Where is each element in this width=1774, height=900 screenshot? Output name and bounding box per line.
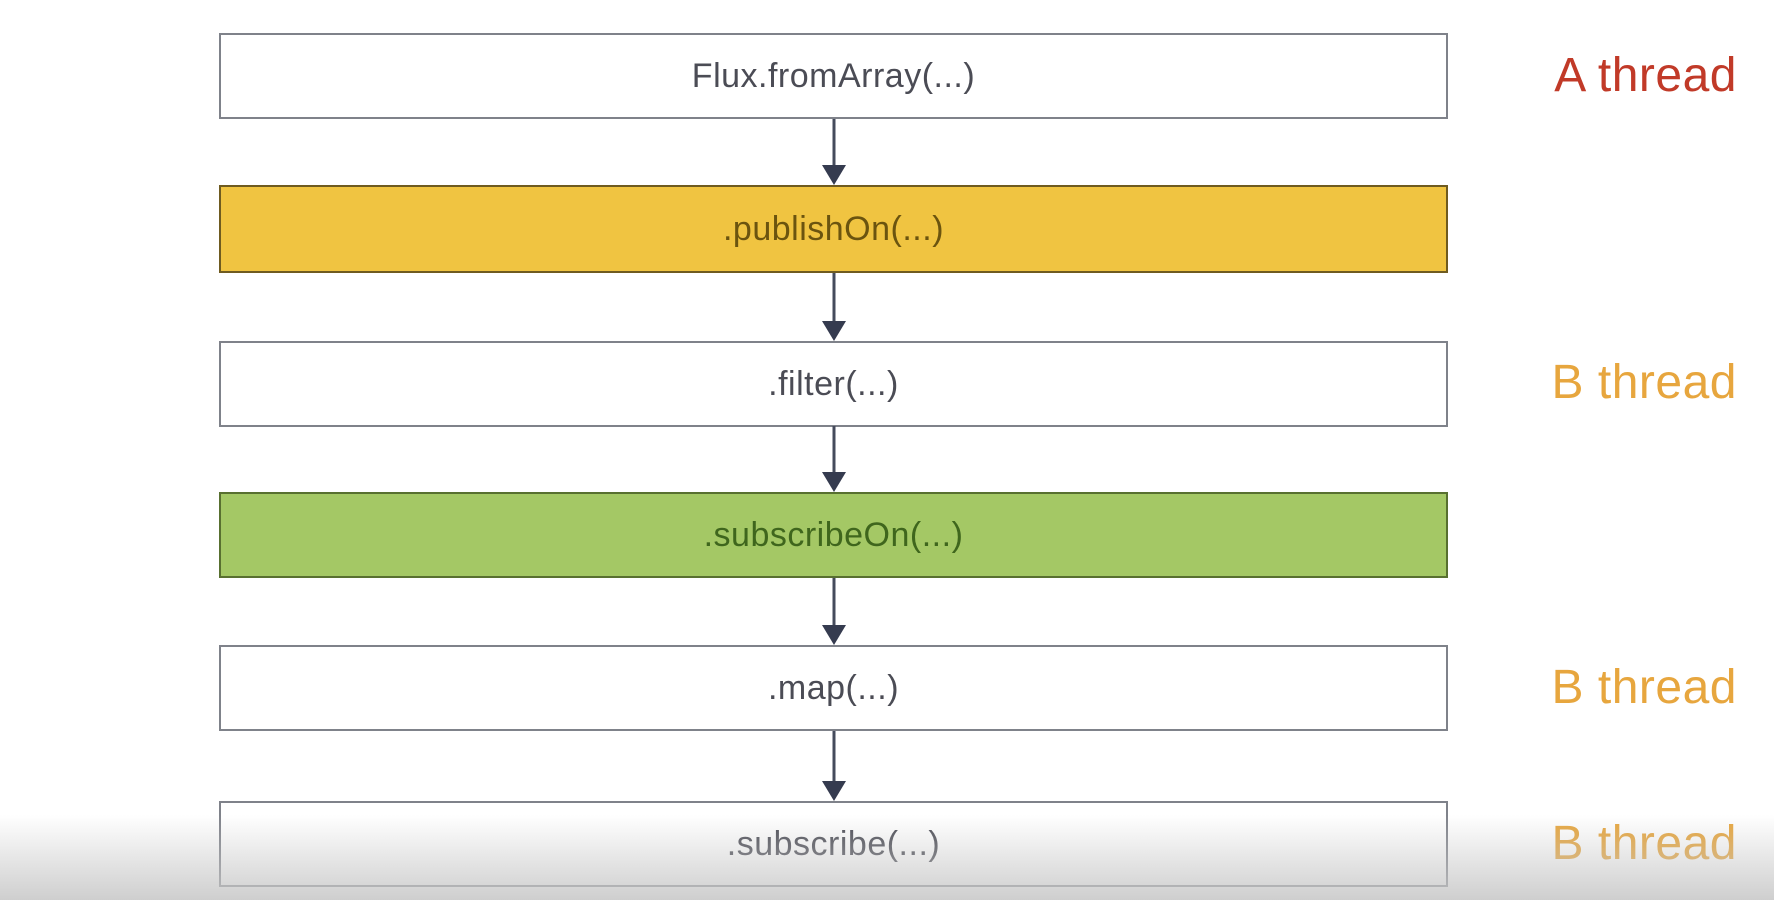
node-filter-label: .filter(...) [768,364,899,403]
thread-label-b-subscribe: B thread [1551,817,1737,870]
node-flux-from-array-label: Flux.fromArray(...) [691,56,976,95]
flow-arrow-down-icon [821,119,847,185]
node-flux-from-array: Flux.fromArray(...) [219,33,1448,119]
thread-label-b-map: B thread [1551,661,1737,714]
node-subscribe-on-label: .subscribeOn(...) [703,515,964,554]
flow-arrow-down-icon [821,578,847,645]
node-publish-on: .publishOn(...) [219,185,1448,273]
node-subscribe: .subscribe(...) [219,801,1448,887]
flow-arrow-down-icon [821,731,847,801]
flow-arrow-down-icon [821,273,847,341]
node-map: .map(...) [219,645,1448,731]
node-subscribe-label: .subscribe(...) [726,824,941,863]
node-filter: .filter(...) [219,341,1448,427]
thread-label-a: A thread [1554,49,1737,102]
node-map-label: .map(...) [767,668,900,707]
node-subscribe-on: .subscribeOn(...) [219,492,1448,578]
flow-arrow-down-icon [821,426,847,492]
thread-label-b-filter: B thread [1551,356,1737,409]
node-publish-on-label: .publishOn(...) [722,209,945,248]
